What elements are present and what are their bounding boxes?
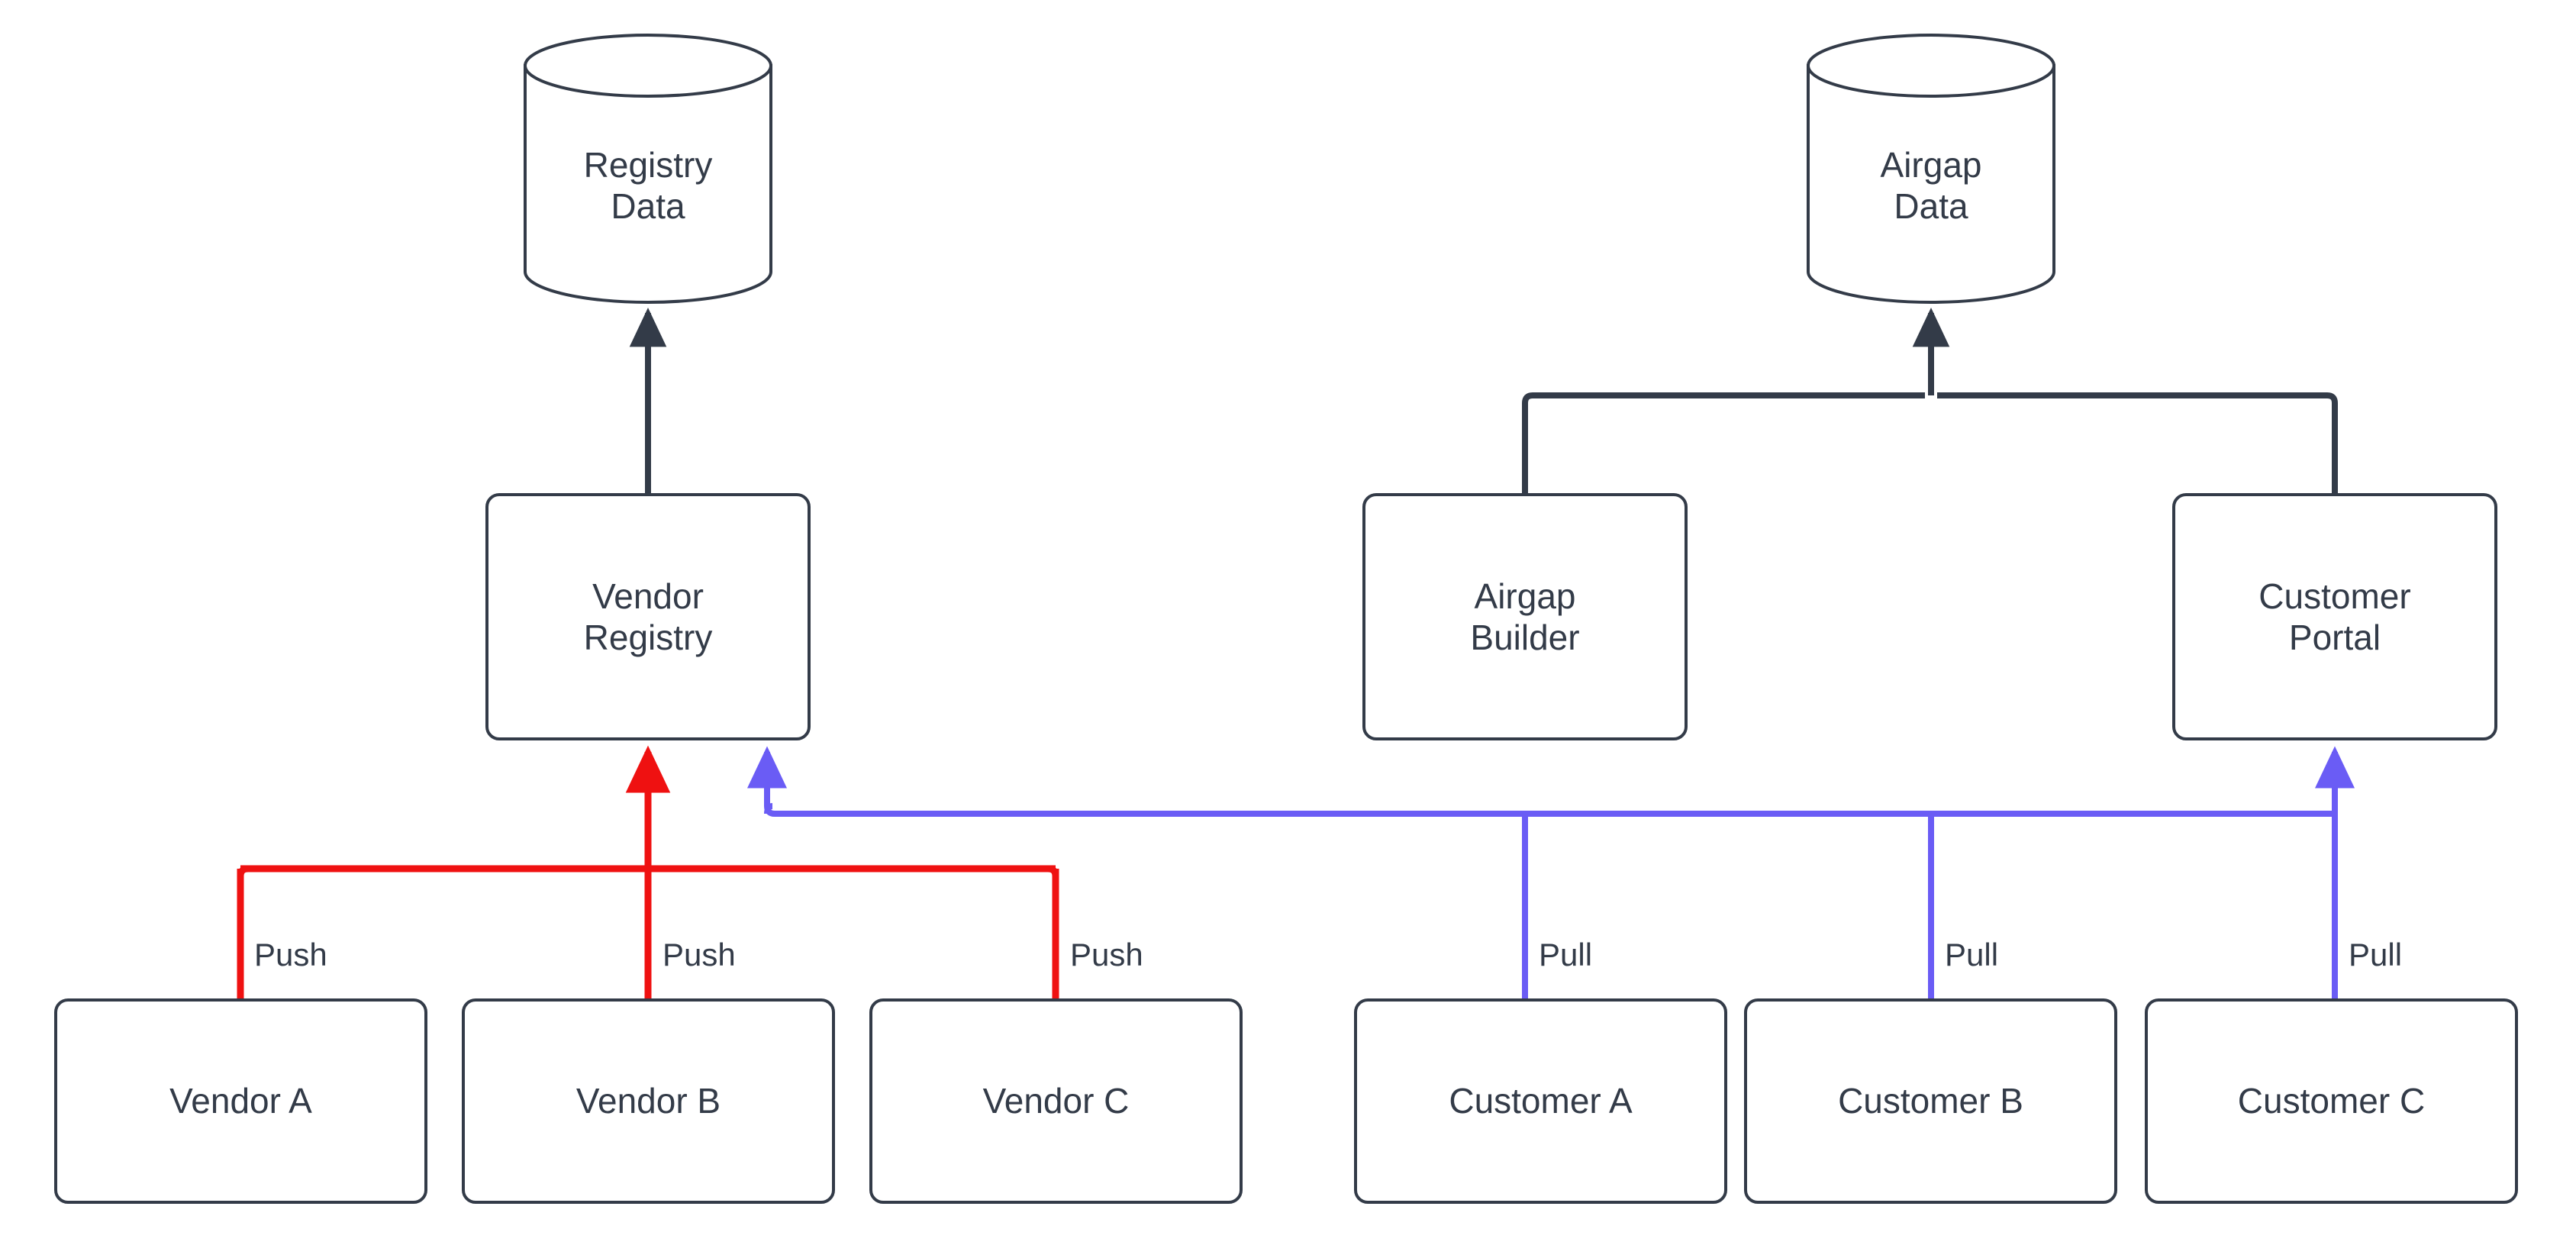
node-customer-b[interactable] <box>1744 998 2117 1204</box>
edge-push-corner-left <box>237 865 263 889</box>
edge-airgap-builder-to-airgap-data <box>1522 392 1925 495</box>
node-customer-a[interactable] <box>1354 998 1727 1204</box>
registry-data-body <box>524 64 772 304</box>
airgap-data-body <box>1807 64 2055 304</box>
edge-push-corner-right <box>1033 865 1059 889</box>
node-airgap-data[interactable] <box>1807 34 2055 304</box>
edge-customer-portal-to-airgap-data <box>1937 392 2338 495</box>
node-vendor-c[interactable] <box>869 998 1243 1204</box>
edge-pull-corner-vendor-registry <box>764 805 790 817</box>
node-airgap-builder[interactable] <box>1362 493 1688 740</box>
edge-group-push <box>237 745 1059 1000</box>
edge-group-default <box>629 308 2338 495</box>
node-vendor-b[interactable] <box>462 998 835 1204</box>
edge-group-pull <box>747 746 2355 1000</box>
node-customer-c[interactable] <box>2145 998 2518 1204</box>
registry-data-top-ellipse <box>524 34 772 98</box>
node-vendor-a[interactable] <box>54 998 427 1204</box>
airgap-data-top-ellipse <box>1807 34 2055 98</box>
node-customer-portal[interactable] <box>2172 493 2497 740</box>
node-vendor-registry[interactable] <box>485 493 811 740</box>
node-registry-data[interactable] <box>524 34 772 304</box>
